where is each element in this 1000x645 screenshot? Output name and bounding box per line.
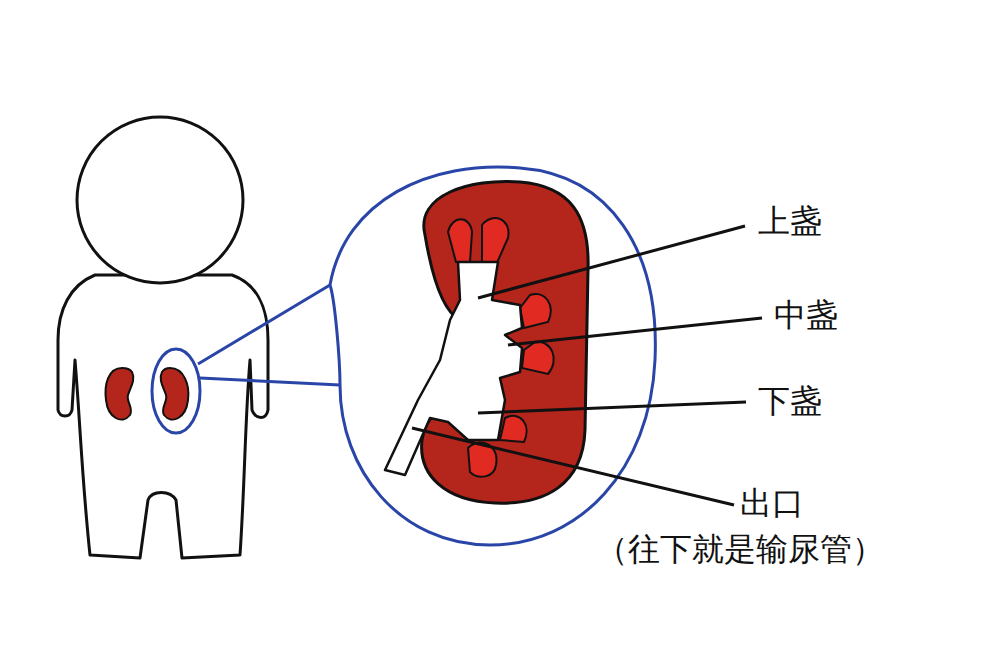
zoom-bubble <box>330 167 655 545</box>
calyx-label: 中盏 <box>774 298 838 333</box>
calyx-label: 上盏 <box>758 204 822 239</box>
left-kidney <box>106 368 134 420</box>
ureter-note: （往下就是输尿管） <box>596 532 884 567</box>
renal-pelvis <box>385 262 522 475</box>
zoom-lines <box>198 285 340 385</box>
zoom-circle <box>152 349 200 433</box>
body-outline <box>58 275 268 558</box>
person-figure <box>58 117 268 558</box>
outlet-label: 出口 <box>740 486 804 521</box>
leader-lines <box>412 226 762 505</box>
right-kidney <box>161 368 189 420</box>
head <box>77 117 243 283</box>
calyx-label: 下盏 <box>758 384 822 419</box>
